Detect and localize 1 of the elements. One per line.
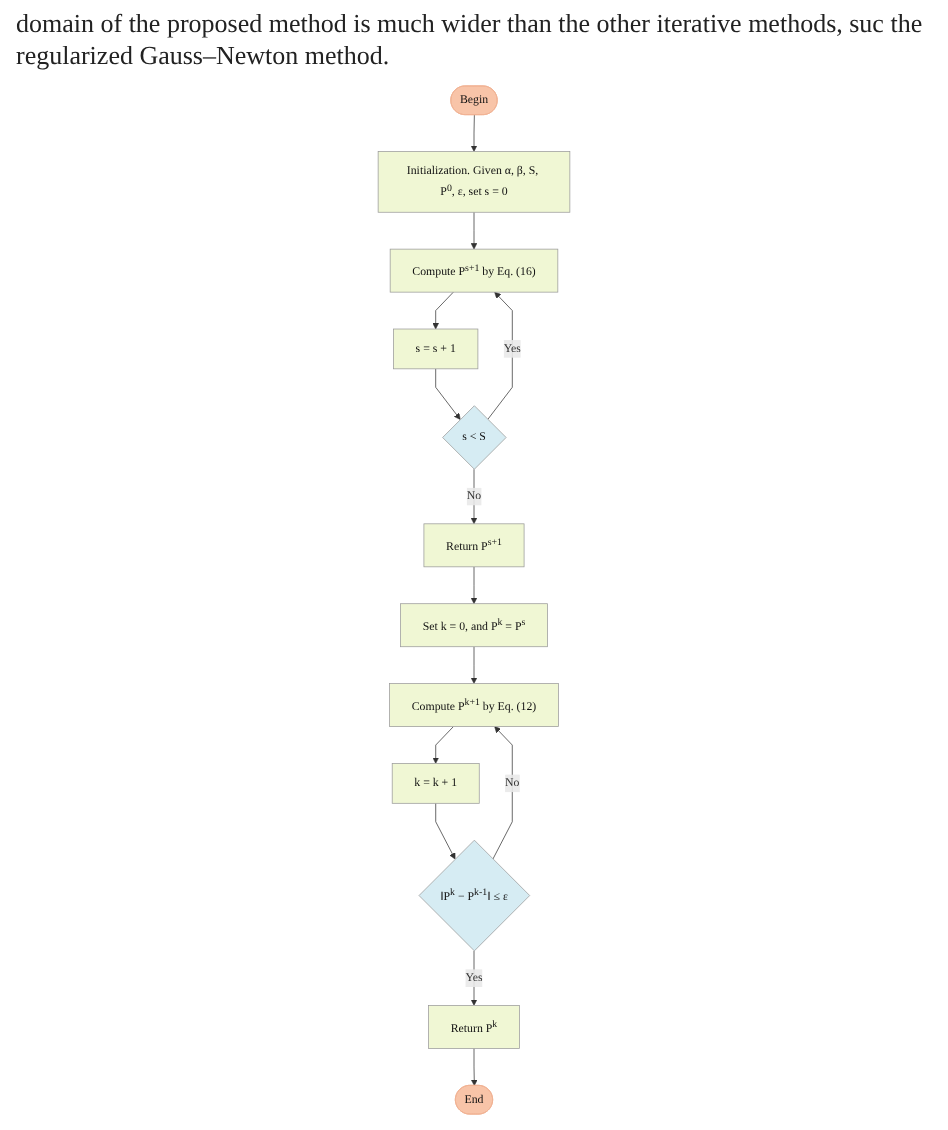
- text-paragraph: domain of the proposed method is much wider than the other iterative methods, suc the regularized Gauss–Newton method.: [16, 8, 925, 72]
